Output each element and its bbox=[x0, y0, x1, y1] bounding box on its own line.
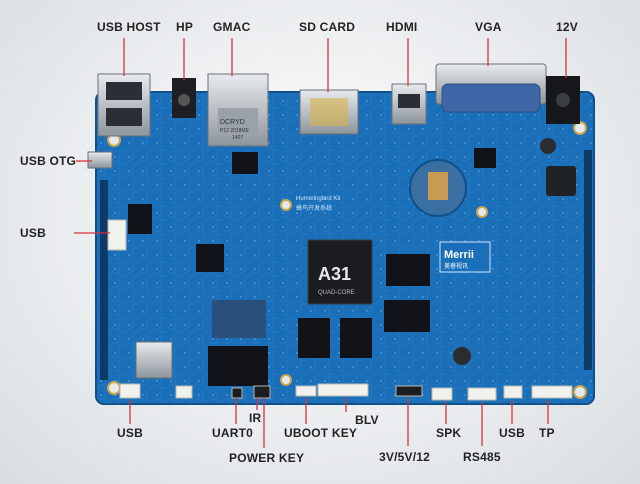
label-tp: TP bbox=[539, 426, 555, 440]
dc-12v-jack bbox=[546, 76, 580, 124]
label-gmac: GMAC bbox=[213, 20, 251, 34]
leader-lines bbox=[74, 38, 567, 448]
bottom-connectors bbox=[119, 383, 573, 401]
inductor bbox=[546, 166, 576, 196]
right-pin-header bbox=[584, 150, 592, 370]
label-usb-bottom-left: USB bbox=[117, 426, 143, 440]
wifi-module bbox=[135, 341, 173, 379]
label-hdmi: HDMI bbox=[386, 20, 418, 34]
eth-chip-line2: P12 2018ME bbox=[220, 128, 250, 134]
brand-sublabel: 美睿视讯 bbox=[444, 262, 468, 270]
label-usb-host: USB HOST bbox=[97, 20, 161, 34]
label-uart0: UART0 bbox=[212, 426, 254, 440]
label-3v5v12: 3V/5V/12 bbox=[379, 450, 430, 464]
label-vga: VGA bbox=[475, 20, 502, 34]
left-pin-header bbox=[100, 180, 108, 380]
label-usb-bottom-right: USB bbox=[499, 426, 525, 440]
soc-chip bbox=[307, 239, 373, 305]
chips bbox=[128, 148, 496, 386]
brand-logo-box bbox=[439, 241, 491, 273]
eth-chip-line1: DCRYD bbox=[220, 119, 245, 126]
capacitor bbox=[540, 138, 556, 154]
label-uboot-key: UBOOT KEY bbox=[284, 426, 358, 440]
label-12v: 12V bbox=[556, 20, 578, 34]
vga-connector bbox=[435, 63, 547, 113]
usb-host-connector bbox=[97, 73, 151, 137]
label-blv: BLV bbox=[355, 413, 379, 427]
hp-jack bbox=[172, 78, 196, 118]
eth-chip-line3: 1407 bbox=[232, 135, 243, 141]
label-spk: SPK bbox=[436, 426, 462, 440]
brand-logo: Merrii bbox=[444, 249, 474, 261]
label-rs485: RS485 bbox=[463, 450, 501, 464]
label-usb-left: USB bbox=[20, 226, 46, 240]
label-power-key: POWER KEY bbox=[229, 451, 305, 465]
sd-card-slot bbox=[299, 89, 359, 135]
usb-otg-connector bbox=[87, 151, 113, 169]
gmac-connector bbox=[207, 73, 269, 147]
label-usb-otg: USB OTG bbox=[20, 154, 77, 168]
label-hp: HP bbox=[176, 20, 194, 34]
usb-left-header bbox=[107, 219, 127, 251]
soc-sublabel: QUAD-CORE bbox=[318, 290, 355, 296]
soc-label: A31 bbox=[318, 264, 351, 284]
hdmi-connector bbox=[391, 83, 427, 125]
kit-label: Hummingbird Kit bbox=[296, 196, 341, 202]
label-ir: IR bbox=[249, 411, 262, 425]
battery-holder bbox=[409, 159, 467, 217]
kit-sublabel: 蜂鸟开发系统 bbox=[296, 204, 332, 212]
label-sd-card: SD CARD bbox=[299, 20, 356, 34]
